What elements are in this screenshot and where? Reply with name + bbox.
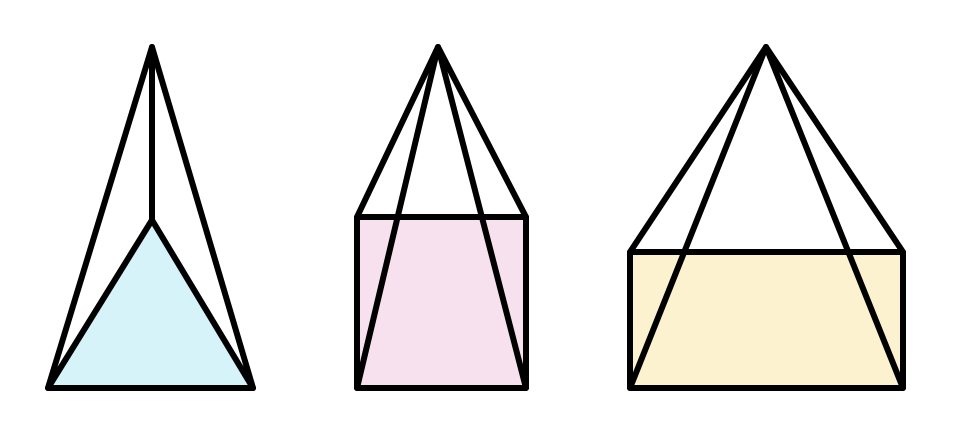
square-pyramid-lateral-edge	[435, 44, 529, 391]
square-pyramid-edges	[354, 44, 529, 391]
rectangular-pyramid-lateral-edge	[627, 44, 769, 255]
triangular-pyramid-base-face	[48, 220, 253, 388]
triangular-pyramid-base-edge	[149, 217, 256, 391]
triangular-pyramid	[45, 44, 256, 391]
square-pyramid-lateral-edge	[435, 44, 529, 220]
triangular-pyramid-base-edge	[45, 217, 155, 391]
rectangular-pyramid-lateral-edge	[763, 44, 906, 391]
square-pyramid-base-face	[357, 217, 526, 388]
square-pyramid-base-outline	[354, 214, 529, 391]
square-pyramid-lateral-edge	[354, 44, 441, 391]
square-pyramid	[354, 44, 529, 391]
triangular-pyramid-lateral-edge	[149, 44, 256, 391]
triangular-pyramid-edges	[45, 44, 256, 391]
triangular-pyramid-lateral-edge	[45, 44, 155, 391]
rectangular-pyramid-edges	[627, 44, 906, 391]
square-pyramid-lateral-edge	[354, 44, 441, 220]
rectangular-pyramid-base-outline	[627, 249, 906, 391]
rectangular-pyramid-lateral-edge	[627, 44, 769, 391]
rectangular-pyramid-lateral-edge	[763, 44, 906, 255]
rectangular-pyramid-base-face	[630, 252, 903, 388]
rectangular-pyramid	[627, 44, 906, 391]
